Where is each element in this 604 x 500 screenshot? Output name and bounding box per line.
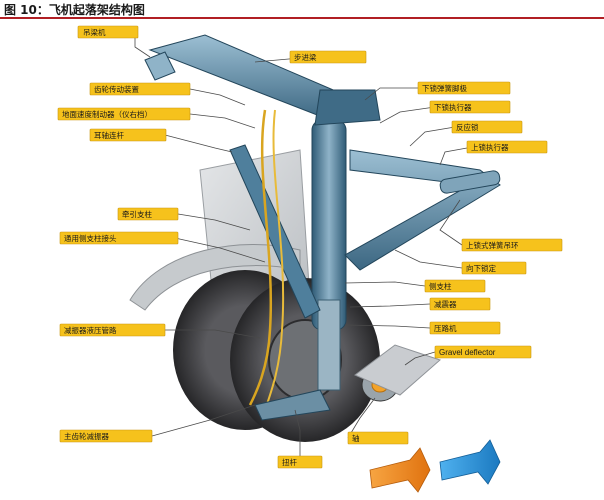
label-crane-beam: 吊梁机 <box>77 25 139 39</box>
svg-text:下锁执行器: 下锁执行器 <box>434 102 472 112</box>
label-lower-lock-spring: 下锁弹簧脚极 <box>417 81 511 95</box>
label-ear-link: 耳轴连杆 <box>89 128 167 142</box>
crane-beam-piece <box>144 51 176 81</box>
side-strut-brace <box>344 149 501 271</box>
svg-text:反应锁: 反应锁 <box>456 122 479 132</box>
svg-text:耳轴连杆: 耳轴连杆 <box>94 130 124 140</box>
figure-title: 图 10：飞机起落架结构图 <box>4 3 145 17</box>
svg-text:减震器: 减震器 <box>434 299 457 309</box>
label-main-gear-damper: 主齿轮减振器 <box>59 429 153 443</box>
drag-brace <box>229 144 321 319</box>
main-strut <box>311 119 347 331</box>
upper-beam-pivot <box>314 89 381 126</box>
svg-text:上锁执行器: 上锁执行器 <box>471 142 509 152</box>
lock-actuator <box>439 170 501 194</box>
svg-text:上锁式弹簧吊环: 上锁式弹簧吊环 <box>466 240 519 250</box>
gravel-deflector-plate <box>354 344 441 396</box>
hydraulic-line-a <box>248 109 273 406</box>
svg-text:轴: 轴 <box>352 433 360 443</box>
label-tie-rod: 扭杆 <box>277 455 323 469</box>
label-damper-hydraulic-line: 减振器液压管路 <box>59 323 166 337</box>
label-press-road-machine: 压路机 <box>429 321 501 335</box>
svg-text:地面速度制动器（仪右档）: 地面速度制动器（仪右档） <box>62 109 152 119</box>
torque-link <box>254 389 331 421</box>
label-tags: 吊梁机 步进梁 齿轮传动装置 地面速度制动器（仪右档） 耳轴连杆 下锁弹簧脚极 <box>57 25 563 469</box>
label-upper-lock-actuator: 上锁执行器 <box>466 140 548 154</box>
strut-cylinder-lower <box>317 299 341 391</box>
svg-text:齿轮传动装置: 齿轮传动装置 <box>94 84 139 94</box>
label-tow-strut: 牵引支柱 <box>117 207 179 221</box>
label-lower-lock-actuator: 下锁执行器 <box>429 100 511 114</box>
label-axle: 轴 <box>347 431 409 445</box>
upper-beam <box>148 34 346 121</box>
svg-text:牵引支柱: 牵引支柱 <box>122 209 152 219</box>
svg-text:减振器液压管路: 减振器液压管路 <box>64 325 117 335</box>
svg-text:扭杆: 扭杆 <box>282 457 297 467</box>
svg-text:Gravel deflector: Gravel deflector <box>439 348 496 357</box>
svg-text:压路机: 压路机 <box>434 323 457 333</box>
svg-text:步进梁: 步进梁 <box>294 53 317 62</box>
label-walking-beam: 步进梁 <box>289 50 367 64</box>
label-wheel-drive: 齿轮传动装置 <box>89 82 191 96</box>
hydraulic-line-b <box>264 109 285 411</box>
figure-title-bar: 图 10：飞机起落架结构图 <box>0 0 604 19</box>
mechanism-illustration <box>129 34 501 493</box>
label-reverse-lock: 反应锁 <box>451 120 523 134</box>
forward-arrow-orange <box>369 447 431 493</box>
label-gravel-deflector: Gravel deflector <box>434 345 532 359</box>
label-side-strut-joint: 通用侧支柱接头 <box>59 231 179 245</box>
label-upper-lock-spring-hanger: 上锁式弹簧吊环 <box>461 238 563 252</box>
wheel-well-plate <box>129 243 301 311</box>
label-side-strut: 侧支柱 <box>424 279 486 293</box>
label-shock-absorber: 减震器 <box>429 297 491 311</box>
svg-text:吊梁机: 吊梁机 <box>83 27 106 37</box>
svg-text:向下锁定: 向下锁定 <box>466 263 496 273</box>
forward-arrow-blue <box>439 439 501 485</box>
landing-gear-diagram: 吊梁机 步进梁 齿轮传动装置 地面速度制动器（仪右档） 耳轴连杆 下锁弹簧脚极 <box>57 25 563 493</box>
title-underline <box>0 17 604 19</box>
svg-text:主齿轮减振器: 主齿轮减振器 <box>64 431 109 441</box>
svg-text:侧支柱: 侧支柱 <box>429 281 452 291</box>
label-ground-speed-brake: 地面速度制动器（仪右档） <box>57 107 191 121</box>
svg-text:下锁弹簧脚极: 下锁弹簧脚极 <box>422 83 467 93</box>
svg-text:通用侧支柱接头: 通用侧支柱接头 <box>64 233 117 243</box>
label-down-lock: 向下锁定 <box>461 261 527 275</box>
